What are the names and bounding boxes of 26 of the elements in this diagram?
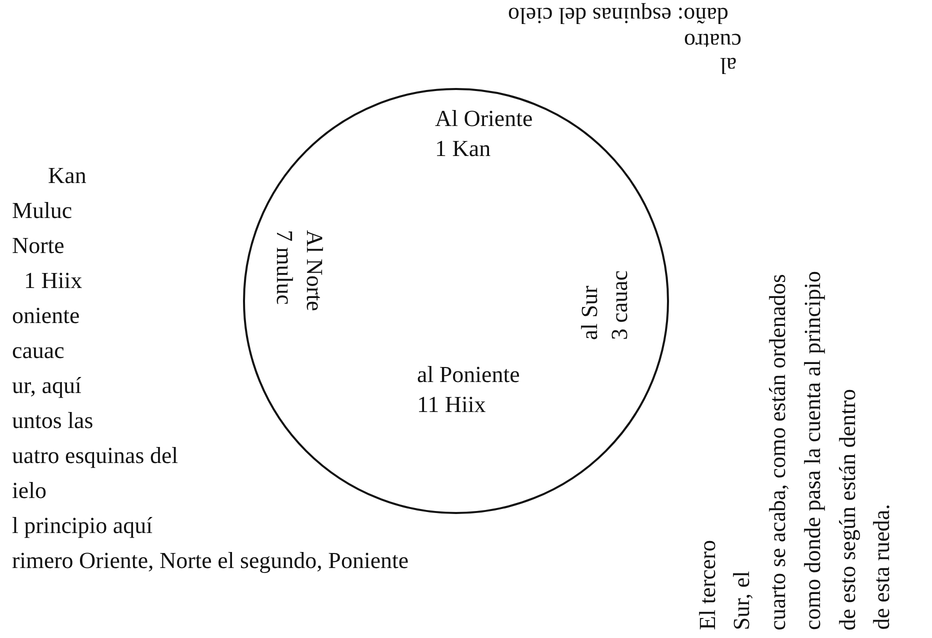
text-line: al — [720, 54, 737, 77]
wheel-circle — [243, 88, 669, 514]
text-line: de esto según están dentro — [836, 388, 859, 630]
text-line: Norte — [12, 234, 64, 257]
text-line: como donde pasa la cuenta al principio — [801, 271, 824, 630]
direction-label: al Sur 3 cauac — [576, 270, 633, 340]
text-line: untos las — [12, 409, 94, 432]
text-line: Kan — [48, 164, 86, 187]
direction-label: al Poniente 11 Hiix — [417, 361, 521, 419]
text-line: cuarto se acaba, como están ordenados — [766, 274, 789, 630]
text-line: El tercero — [696, 540, 719, 630]
text-line: 1 Hiix — [24, 269, 82, 292]
text-line: cuatro — [684, 30, 742, 53]
text-line: uatro esquinas del — [12, 444, 178, 467]
text-line: cauac — [12, 339, 64, 362]
text-line: Sur, el — [730, 570, 753, 630]
text-line: Muluc — [12, 199, 72, 222]
text-line: daño: esquinas del cielo — [508, 4, 728, 27]
text-line: de esta rueda. — [870, 504, 893, 630]
direction-label: Al Norte 7 muluc — [271, 230, 328, 314]
text-line: l principio aquí — [12, 514, 153, 537]
direction-label: Al Oriente 1 Kan — [435, 105, 534, 163]
text-line: oniente — [12, 304, 80, 327]
text-line: ur, aquí — [12, 374, 82, 397]
text-line: ielo — [12, 479, 46, 502]
text-line: rimero Oriente, Norte el segundo, Poniente — [12, 549, 409, 572]
